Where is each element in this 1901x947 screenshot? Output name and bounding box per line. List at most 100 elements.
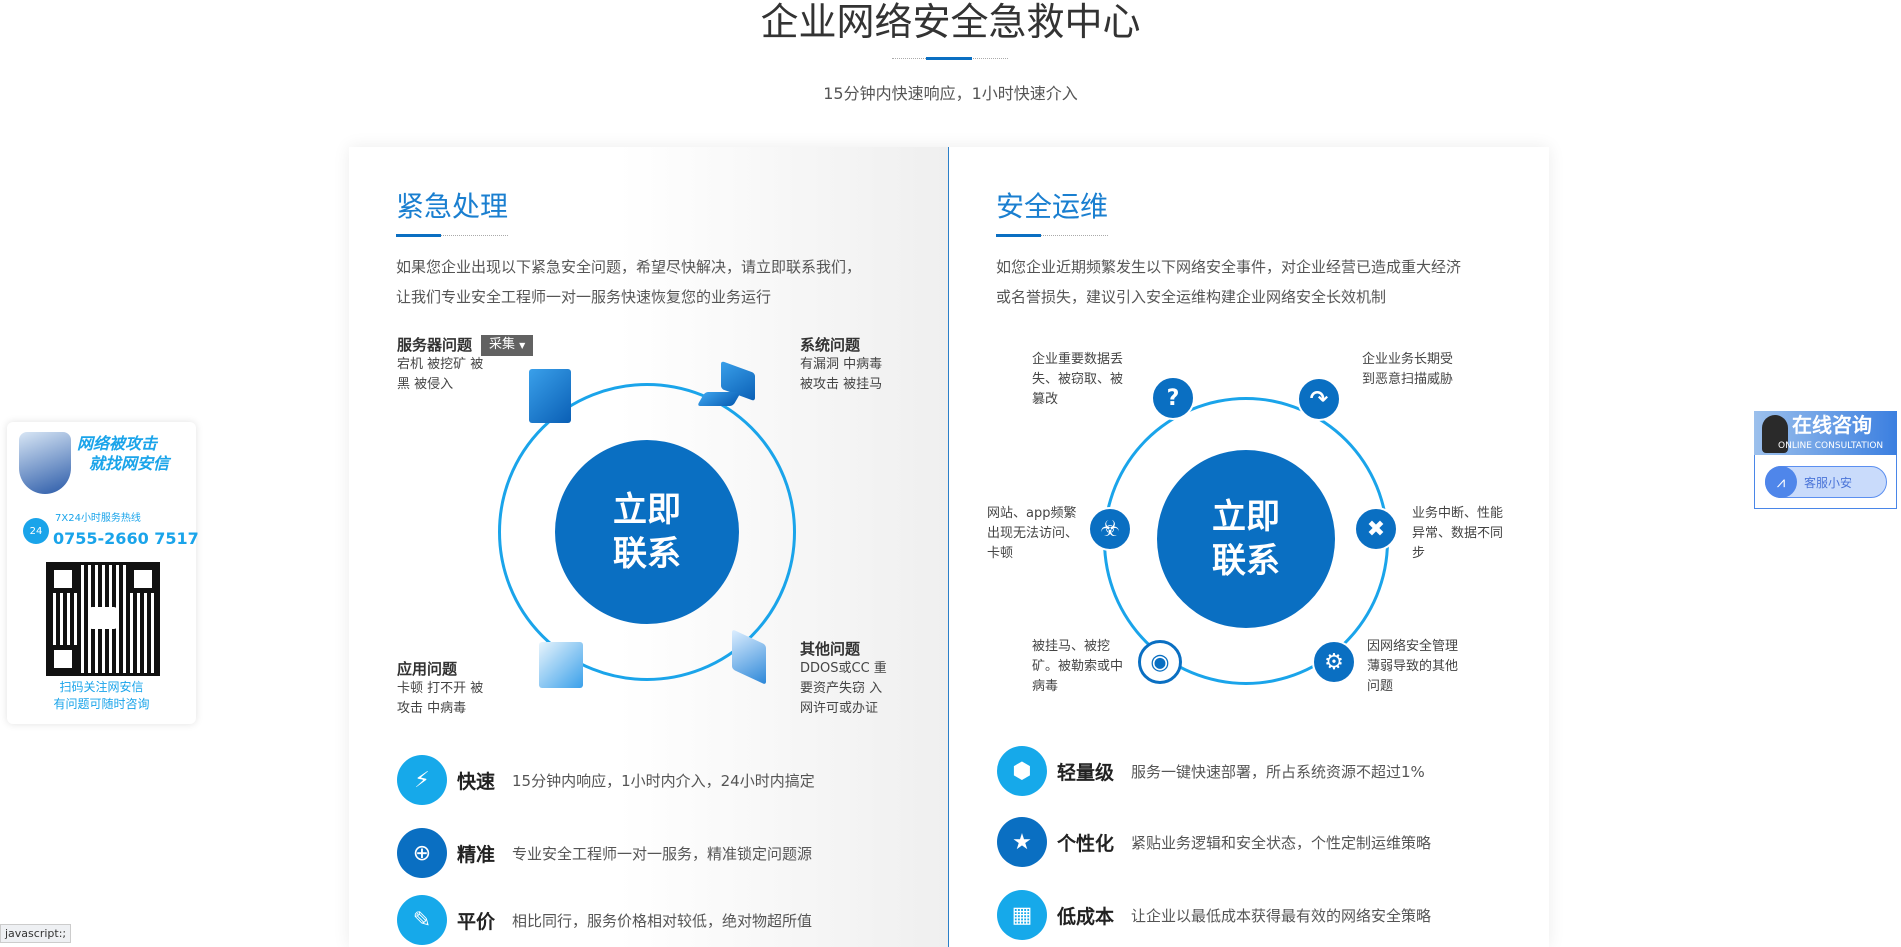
- chevron-down-icon: ▼: [519, 341, 526, 350]
- event-line: 到恶意扫描威胁: [1362, 372, 1454, 387]
- qr-finder: [49, 565, 77, 593]
- problem-desc: 卡顿 打不开 被: [397, 681, 484, 696]
- event-line: 薄弱导致的其他: [1367, 659, 1459, 674]
- hotline-float-panel: 网络被攻击 就找网安信 24 7X24小时服务热线 0755-2660 7517…: [7, 422, 199, 724]
- event-line: 企业业务长期受: [1362, 352, 1454, 367]
- emergency-underline: [396, 234, 441, 237]
- question-icon: ?: [1151, 376, 1195, 420]
- biohazard-icon: ☣: [1088, 507, 1132, 551]
- feature-desc: 紧贴业务逻辑和安全状态，个性定制运维策略: [1131, 834, 1432, 852]
- collect-tooltip[interactable]: 采集 ▼: [481, 335, 534, 356]
- center-line: 立即: [1212, 497, 1280, 537]
- tooltip-label: 采集: [489, 337, 516, 352]
- title-underline: [926, 57, 972, 60]
- qr-caption-line: 有问题可随时咨询: [53, 697, 150, 711]
- phone-badge: 24: [29, 525, 43, 537]
- agent-logo-icon: ⩘: [1765, 466, 1797, 498]
- problem-desc: 被攻击 被挂马: [800, 377, 883, 392]
- web-pages-icon: [539, 642, 583, 688]
- event-line: 因网络安全管理: [1367, 639, 1459, 654]
- problem-system: 系统问题 有漏洞 中病毒 被攻击 被挂马: [800, 335, 882, 395]
- qr-code: [46, 562, 160, 676]
- event-line: 出现无法访问、: [987, 526, 1079, 541]
- qr-finder: [49, 645, 77, 673]
- feature-desc: 相比同行，服务价格相对较低，绝对物超所值: [512, 912, 813, 930]
- feature-title: 精准: [457, 844, 496, 866]
- robot-shield-icon: [19, 432, 71, 494]
- stopwatch-icon: ⚡: [397, 755, 447, 805]
- agent-button[interactable]: ⩘ 客服小安: [1765, 466, 1887, 498]
- price-tag-icon: ✎: [397, 895, 447, 945]
- contact-now-button[interactable]: 立即联系: [1157, 450, 1335, 628]
- problem-server: 服务器问题 宕机 被挖矿 被 黑 被侵入: [397, 335, 483, 395]
- event-line: 矿。被勒索或中: [1032, 659, 1124, 674]
- center-line: 联系: [613, 534, 681, 574]
- eye-icon: ◉: [1138, 640, 1182, 684]
- feature-desc: 让企业以最低成本获得最有效的网络安全策略: [1131, 907, 1432, 925]
- event-label: 企业重要数据丢失、被窃取、被篡改: [1032, 350, 1123, 410]
- operations-underline: [996, 234, 1041, 237]
- problem-title: 系统问题: [800, 336, 861, 354]
- feature-title: 平价: [457, 911, 496, 933]
- agent-label: 客服小安: [1804, 476, 1853, 490]
- feature-title: 快速: [457, 771, 496, 793]
- emergency-intro: 如果您企业出现以下紧急安全问题，希望尽快解决，请立即联系我们， 让我们专业安全工…: [396, 252, 936, 312]
- phone-24-icon: 24: [23, 518, 49, 544]
- online-consult-panel: 在线咨询 ONLINE CONSULTATION ⩘ 客服小安: [1754, 411, 1897, 509]
- qr-finder: [129, 565, 157, 593]
- hotline-label: 7X24小时服务热线: [55, 513, 141, 524]
- feature-desc: 15分钟内响应，1小时内介入，24小时内搞定: [512, 772, 815, 790]
- problem-title: 其他问题: [800, 640, 861, 658]
- problem-desc: 要资产失窃 入: [800, 681, 883, 696]
- problem-desc: 黑 被侵入: [397, 377, 454, 392]
- intro-line: 如您企业近期频繁发生以下网络安全事件，对企业经营已造成重大经济: [996, 258, 1462, 276]
- cube-icon: ⬢: [997, 746, 1047, 796]
- event-line: 异常、数据不同: [1412, 526, 1504, 541]
- target-icon: ⊕: [397, 828, 447, 878]
- event-line: 网站、app频繁: [987, 506, 1077, 521]
- problem-desc: DDOS或CC 重: [800, 661, 887, 676]
- problem-title: 服务器问题: [397, 336, 473, 354]
- banner-title: 在线咨询: [1792, 413, 1872, 437]
- problem-desc: 攻击 中病毒: [397, 701, 467, 716]
- event-label: 因网络安全管理薄弱导致的其他问题: [1367, 637, 1458, 697]
- feature-title: 轻量级: [1057, 762, 1115, 784]
- server-icon: [529, 369, 571, 423]
- feature-desc: 专业安全工程师一对一服务，精准锁定问题源: [512, 845, 813, 863]
- center-line: 联系: [1212, 541, 1280, 581]
- banner-subtitle: ONLINE CONSULTATION: [1778, 441, 1884, 451]
- problem-desc: 有漏洞 中病毒: [800, 357, 883, 372]
- problem-desc: 网许可或办证: [800, 701, 879, 716]
- operations-divider: [996, 235, 1108, 236]
- consult-banner: 在线咨询 ONLINE CONSULTATION: [1754, 411, 1897, 455]
- redo-arrow-icon: ↷: [1297, 377, 1341, 421]
- event-line: 被挂马、被挖: [1032, 639, 1111, 654]
- feature-desc: 服务一键快速部署，所占系统资源不超过1%: [1131, 763, 1425, 781]
- event-line: 问题: [1367, 679, 1394, 694]
- event-line: 企业重要数据丢: [1032, 352, 1124, 367]
- event-line: 篡改: [1032, 392, 1059, 407]
- page-title: 企业网络安全急救中心: [760, 0, 1141, 44]
- event-line: 病毒: [1032, 679, 1059, 694]
- contact-now-button[interactable]: 立即联系: [555, 440, 739, 624]
- event-label: 网站、app频繁出现无法访问、卡顿: [987, 504, 1078, 564]
- intro-line: 或名誉损失，建议引入安全运维构建企业网络安全长效机制: [996, 288, 1387, 306]
- emergency-divider: [396, 235, 508, 236]
- slogan-line: 网络被攻击: [77, 434, 158, 453]
- slogan: 网络被攻击 就找网安信: [77, 434, 169, 474]
- intro-line: 如果您企业出现以下紧急安全问题，希望尽快解决，请立即联系我们，: [396, 258, 862, 276]
- cost-chart-icon: ▦: [997, 890, 1047, 940]
- problem-other: 其他问题 DDOS或CC 重 要资产失窃 入 网许可或办证: [800, 639, 887, 719]
- event-label: 企业业务长期受到恶意扫描威胁: [1362, 350, 1453, 390]
- problem-desc: 宕机 被挖矿 被: [397, 357, 484, 372]
- problem-application: 应用问题 卡顿 打不开 被 攻击 中病毒: [397, 659, 483, 719]
- intro-line: 让我们专业安全工程师一对一服务快速恢复您的业务运行: [396, 288, 772, 306]
- operations-title: 安全运维: [996, 190, 1109, 223]
- qr-logo: [89, 607, 117, 629]
- feature-title: 个性化: [1057, 833, 1115, 855]
- operations-intro: 如您企业近期频繁发生以下网络安全事件，对企业经营已造成重大经济 或名誉损失，建议…: [996, 252, 1536, 312]
- status-bar-url: javascript:;: [0, 924, 72, 943]
- event-line: 卡顿: [987, 546, 1014, 561]
- slogan-line: 就找网安信: [89, 454, 170, 473]
- hotline-phone[interactable]: 0755-2660 7517: [53, 529, 199, 548]
